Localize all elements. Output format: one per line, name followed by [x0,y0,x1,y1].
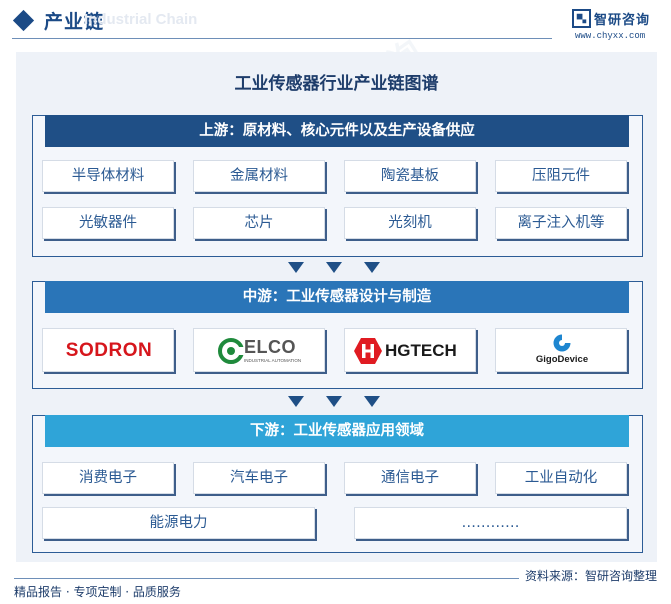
upstream-item: 离子注入机等 [495,207,627,239]
down-arrow-icon [288,396,304,407]
elco-emblem-icon [218,338,244,364]
gigodevice-logo-text: GigoDevice [535,354,589,365]
downstream-item: 通信电子 [344,462,476,494]
brand-logo-icon [572,9,591,28]
downstream-item: 能源电力 [42,507,315,539]
source-note: 资料来源：智研咨询整理 [518,567,657,584]
company-logo-elco: ELCO INDUSTRIAL AUTOMATION [193,328,325,372]
upstream-title: 上游：原材料、核心元件以及生产设备供应 [45,115,629,147]
midstream-title: 中游：工业传感器设计与制造 [45,281,629,313]
downstream-section: 下游：工业传感器应用领域 消费电子 汽车电子 通信电子 工业自动化 能源电力 …… [32,415,643,553]
chart-title: 工业传感器行业产业链图谱 [234,74,439,94]
downstream-title: 下游：工业传感器应用领域 [45,415,629,447]
midstream-section: 中游：工业传感器设计与制造 SODRON ELCO INDUSTRIAL AUT… [32,281,643,389]
gigodevice-emblem-icon [553,333,572,352]
footer-divider [14,578,657,579]
company-logo-sodron: SODRON [42,328,174,372]
upstream-item: 金属材料 [193,160,325,192]
page-title: 产业链 [44,11,105,33]
elco-logo-subtext: INDUSTRIAL AUTOMATION [244,358,302,363]
upstream-section: 上游：原材料、核心元件以及生产设备供应 半导体材料 金属材料 陶瓷基板 压阻元件… [32,115,643,257]
down-arrow-icon [364,262,380,273]
company-logo-hgtech: HGTECH [344,328,476,372]
upstream-item: 芯片 [193,207,325,239]
downstream-item-more: ………… [354,507,627,539]
brand-url[interactable]: www.chyxx.com [575,31,646,41]
down-arrow-icon [326,262,342,273]
down-arrow-icon [288,262,304,273]
upstream-item: 陶瓷基板 [344,160,476,192]
elco-logo-text: ELCO [244,337,297,357]
down-arrow-icon [364,396,380,407]
upstream-item: 光敏器件 [42,207,174,239]
hgtech-emblem-icon [354,338,382,364]
company-logo-gigodevice: GigoDevice [495,328,627,372]
header-divider [12,38,552,39]
header-ghost-text: Industrial Chain [84,11,198,28]
downstream-item: 工业自动化 [495,462,627,494]
down-arrow-icon [326,396,342,407]
diamond-icon [12,9,35,32]
downstream-item: 消费电子 [42,462,174,494]
downstream-item: 汽车电子 [193,462,325,494]
brand-logo[interactable]: 智研咨询 www.chyxx.com [572,8,664,42]
brand-name: 智研咨询 [594,13,651,28]
upstream-item: 半导体材料 [42,160,174,192]
sodron-logo-text: SODRON [65,340,153,361]
upstream-item: 光刻机 [344,207,476,239]
footer-slogan: 精品报告 · 专项定制 · 品质服务 [14,585,181,599]
hgtech-logo-text: HGTECH [385,341,457,360]
header: 产业链 Industrial Chain 智研咨询 www.chyxx.com [0,0,671,44]
upstream-item: 压阻元件 [495,160,627,192]
